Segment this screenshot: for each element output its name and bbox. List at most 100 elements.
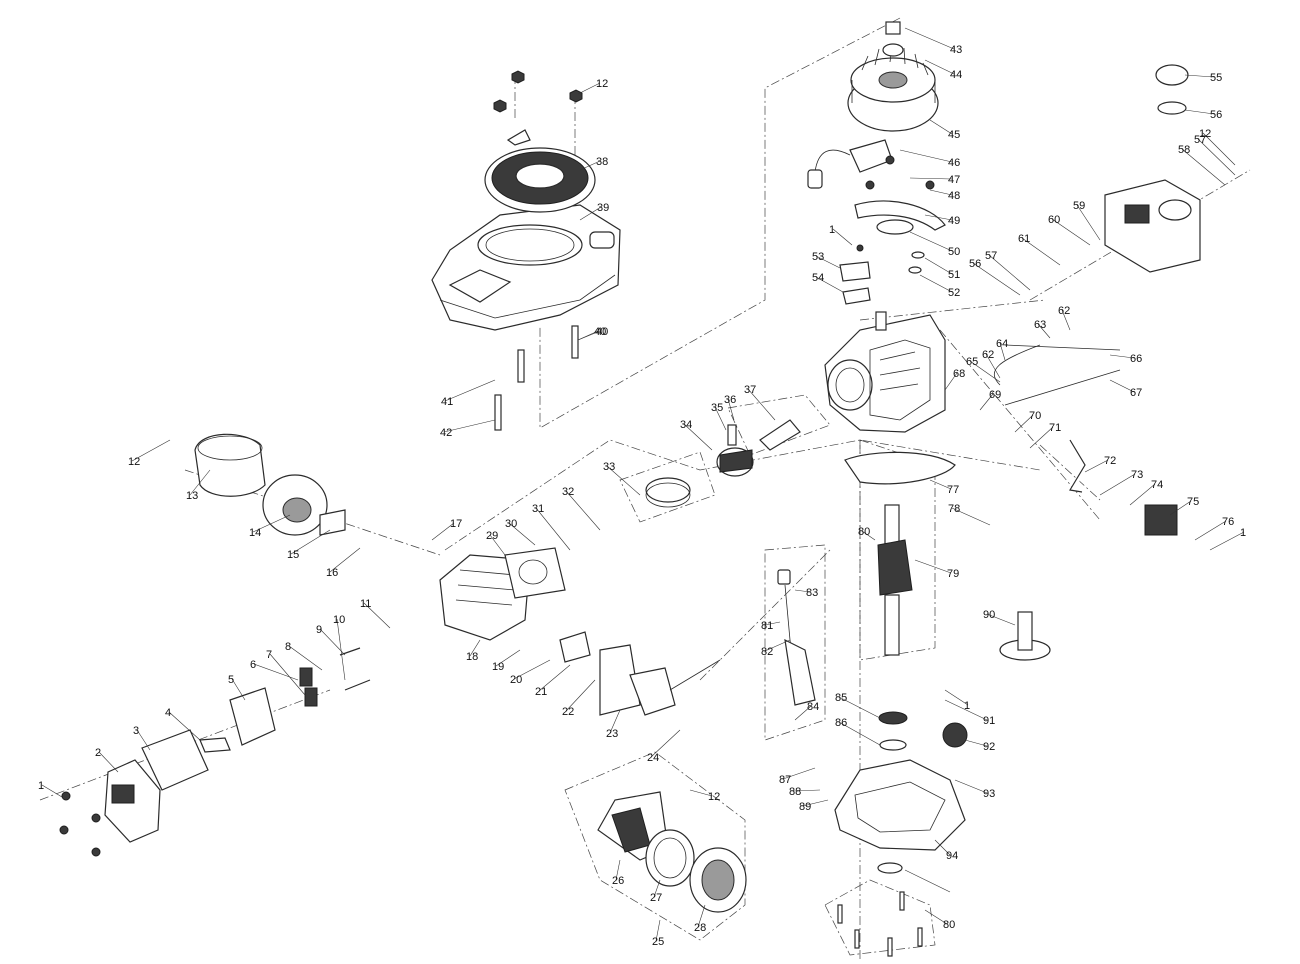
leader-line xyxy=(919,274,953,293)
leader-line xyxy=(363,602,391,629)
callout-6: 6 xyxy=(250,659,256,671)
callout-29: 29 xyxy=(486,530,498,542)
leader-line xyxy=(782,767,816,780)
leader-line xyxy=(802,799,829,807)
leader-line xyxy=(1129,483,1156,506)
callout-79: 79 xyxy=(947,568,959,580)
crankshaft xyxy=(877,504,913,656)
callout-46: 46 xyxy=(948,157,960,169)
leader-line xyxy=(764,639,791,652)
leader-line xyxy=(747,388,776,421)
blower-housing xyxy=(431,204,621,331)
callout-24: 24 xyxy=(647,752,659,764)
leader-line xyxy=(929,479,952,490)
callout-35: 35 xyxy=(711,402,723,414)
callout-19: 19 xyxy=(492,661,504,673)
leader-line xyxy=(489,534,506,556)
cover-bolts xyxy=(59,791,101,857)
camshaft xyxy=(999,611,1051,661)
leader-line xyxy=(924,214,953,221)
callout-16: 16 xyxy=(326,567,338,579)
leader-line xyxy=(1061,309,1071,331)
callout-38: 38 xyxy=(596,156,608,168)
callout-28: 28 xyxy=(694,922,706,934)
sump-bolts xyxy=(837,891,923,957)
leader-line xyxy=(815,255,841,269)
leader-line xyxy=(934,839,951,856)
callout-92: 92 xyxy=(983,741,995,753)
callout-1: 1 xyxy=(38,780,44,792)
leader-line xyxy=(944,689,969,706)
callout-93: 93 xyxy=(983,788,995,800)
leader-line xyxy=(929,119,953,135)
callout-22: 22 xyxy=(562,706,574,718)
callout-27: 27 xyxy=(650,892,662,904)
leader-line xyxy=(794,705,812,721)
leader-line xyxy=(288,645,323,671)
leader-line xyxy=(909,177,953,180)
air-cleaner xyxy=(597,791,747,913)
callout-12: 12 xyxy=(708,791,720,803)
leader-line xyxy=(988,254,1031,291)
crank-gear xyxy=(878,711,908,751)
leader-line xyxy=(565,679,596,712)
callout-59: 59 xyxy=(1073,200,1085,212)
callout-83: 83 xyxy=(806,587,818,599)
leader-line xyxy=(290,529,331,555)
callout-21: 21 xyxy=(535,686,547,698)
callout-25: 25 xyxy=(652,936,664,948)
engine-block xyxy=(824,311,946,433)
leader-line xyxy=(1051,218,1091,246)
callout-73: 73 xyxy=(1131,469,1143,481)
leader-line xyxy=(1099,473,1136,496)
callout-64: 64 xyxy=(996,338,1008,350)
callout-36: 36 xyxy=(724,394,736,406)
callout-1: 1 xyxy=(829,224,835,236)
callout-30: 30 xyxy=(505,518,517,530)
leader-line xyxy=(495,649,521,667)
leader-line xyxy=(964,739,988,747)
callout-1: 1 xyxy=(964,700,970,712)
callout-15: 15 xyxy=(287,549,299,561)
leader-line xyxy=(443,419,496,433)
callout-66: 66 xyxy=(1130,353,1142,365)
leader-line xyxy=(615,859,621,881)
leader-line xyxy=(1021,237,1061,266)
callout-1: 1 xyxy=(1240,527,1246,539)
callout-40: 40 xyxy=(596,326,608,338)
leader-line xyxy=(1014,414,1034,433)
oil-dipstick xyxy=(777,569,816,706)
leader-line xyxy=(914,559,952,574)
callout-49: 49 xyxy=(948,215,960,227)
leader-line xyxy=(792,789,821,792)
leader-line xyxy=(319,628,346,656)
leader-line xyxy=(1194,520,1227,541)
callout-41: 41 xyxy=(441,396,453,408)
leader-line xyxy=(189,469,211,496)
cylinder-head xyxy=(439,547,566,641)
leader-line xyxy=(538,664,571,692)
leader-line xyxy=(954,779,988,794)
leader-line xyxy=(986,613,1016,626)
leader-line xyxy=(565,490,601,531)
leader-line xyxy=(577,82,601,95)
carburetor xyxy=(559,631,721,716)
leader-line xyxy=(951,507,991,526)
callout-54: 54 xyxy=(812,272,824,284)
callout-63: 63 xyxy=(1034,319,1046,331)
leader-line xyxy=(336,618,346,681)
callout-57: 57 xyxy=(985,250,997,262)
leader-line xyxy=(909,231,953,252)
leader-line xyxy=(924,257,953,275)
ignition-coil xyxy=(807,139,946,231)
callout-3: 3 xyxy=(133,725,139,737)
callout-62: 62 xyxy=(1058,305,1070,317)
callout-70: 70 xyxy=(1029,410,1041,422)
callout-12: 12 xyxy=(128,456,140,468)
leader-line xyxy=(1184,74,1215,78)
callout-23: 23 xyxy=(606,728,618,740)
leader-line xyxy=(924,909,948,925)
leader-line xyxy=(1029,426,1054,449)
callout-44: 44 xyxy=(950,69,962,81)
